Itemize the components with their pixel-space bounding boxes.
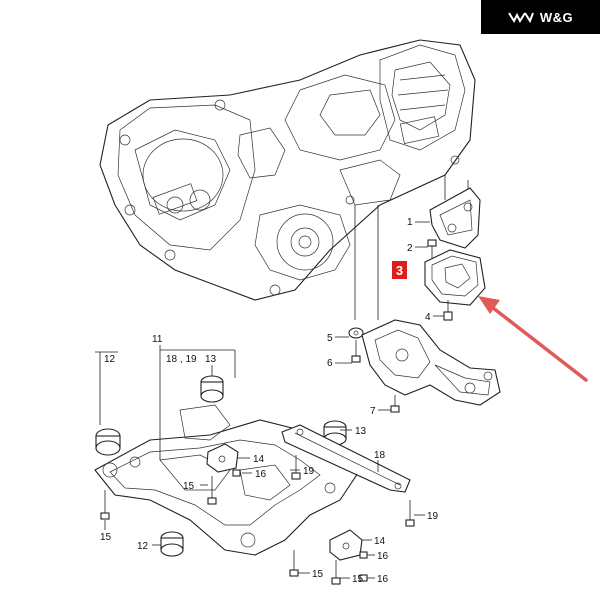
callout-15-d: 15 (352, 574, 364, 585)
transmission-housing (99, 39, 476, 301)
bolt-16-a (232, 469, 241, 477)
part-1-bracket (415, 187, 481, 249)
callout-15-front: 15 (100, 532, 112, 543)
callout-2: 2 (407, 243, 413, 254)
callout-13-right: 13 (355, 426, 367, 437)
callout-14-lower: 14 (374, 536, 386, 547)
bolt-19-a (291, 455, 301, 480)
callout-18-19: 18 , 19 (166, 354, 197, 365)
callout-12-top: 12 (104, 354, 116, 365)
callout-12-rear: 12 (137, 541, 149, 552)
callout-16-c: 16 (377, 574, 389, 585)
bushing-12-front (95, 428, 121, 456)
part-18-crossbar (281, 424, 411, 493)
wing-logo-icon (508, 12, 534, 23)
part-3-transmission-mount (424, 249, 486, 321)
transmission-crossmember (361, 319, 501, 413)
part-6-bolt (335, 340, 361, 364)
bolt-15-d (331, 560, 341, 585)
part-5-washer (335, 327, 364, 339)
callout-19-a: 19 (303, 466, 315, 477)
callout-15-c: 15 (312, 569, 324, 580)
callout-1: 1 (407, 217, 413, 228)
callout-16-upper: 16 (255, 469, 267, 480)
bolt-15-a (207, 476, 217, 505)
part-2-bolt (415, 239, 437, 258)
bolt-19-b (405, 500, 415, 527)
leader-lines-lower (95, 345, 425, 579)
bushing-12-rear (160, 531, 184, 557)
brand-badge: W&G (481, 0, 600, 34)
bolt-15-front (100, 490, 110, 520)
brand-name: W&G (539, 9, 574, 25)
callout-5: 5 (327, 333, 333, 344)
callout-7: 7 (370, 406, 376, 417)
callout-15-upper: 15 (183, 481, 195, 492)
front-subframe (94, 404, 361, 556)
bolt-15-c (289, 550, 299, 577)
callout-13-top: 13 (205, 354, 217, 365)
highlight-arrow (478, 296, 588, 382)
bushing-13-upper (200, 375, 224, 403)
callout-11: 11 (152, 334, 163, 345)
bolt-16-b (359, 551, 368, 559)
callout-6: 6 (327, 358, 333, 369)
callout-19-b: 19 (427, 511, 439, 522)
callout-16-lower: 16 (377, 551, 389, 562)
callout-18: 18 (374, 450, 386, 461)
bracket-14-upper (206, 443, 239, 473)
callout-14-upper: 14 (253, 454, 265, 465)
bracket-14-lower (329, 529, 363, 561)
callout-4: 4 (425, 312, 431, 323)
callout-3-highlight: 3 (392, 261, 407, 279)
